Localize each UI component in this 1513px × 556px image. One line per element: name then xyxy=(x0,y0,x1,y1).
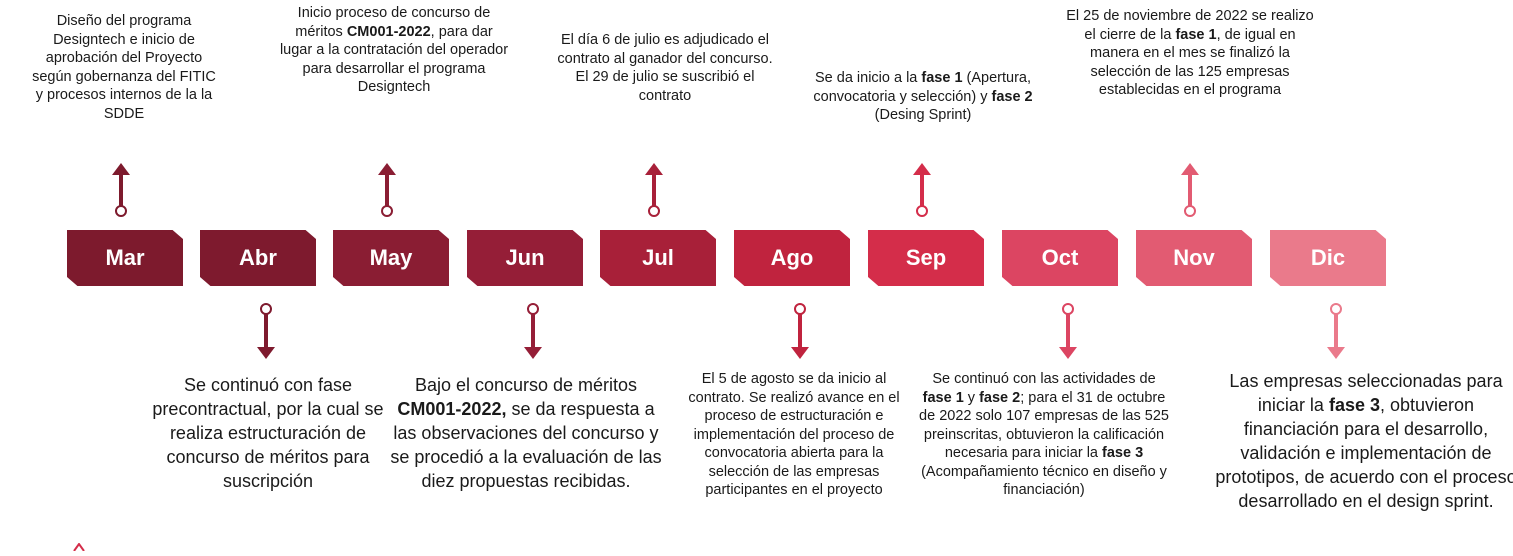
event-text-may: Inicio proceso de concurso de méritos CM… xyxy=(279,5,509,96)
event-text-oct: Se continuó con las actividades de fase … xyxy=(919,371,1169,499)
month-box-mar: Mar xyxy=(67,230,183,286)
month-label: May xyxy=(369,245,413,270)
month-label: Jun xyxy=(505,245,545,270)
month-label: Jul xyxy=(642,245,674,270)
month-box-may: May xyxy=(333,230,449,286)
down-arrow-icon xyxy=(1327,303,1345,361)
up-arrow-icon xyxy=(1181,163,1199,219)
down-arrow-icon xyxy=(524,303,542,361)
down-arrow-icon xyxy=(791,303,809,361)
month-label: Dic xyxy=(1310,245,1346,270)
month-label: Abr xyxy=(239,245,277,270)
month-label: Oct xyxy=(1041,245,1079,270)
up-arrow-icon xyxy=(645,163,663,219)
month-label: Nov xyxy=(1173,245,1215,270)
up-arrow-icon xyxy=(112,163,130,219)
month-box-dic: Dic xyxy=(1270,230,1386,286)
month-box-sep: Sep xyxy=(868,230,984,286)
down-arrow-icon xyxy=(257,303,275,361)
event-text-jul: El día 6 de julio es adjudicado el contr… xyxy=(557,32,773,104)
event-text-sep: Se da inicio a la fase 1 (Apertura, conv… xyxy=(813,70,1033,124)
down-arrow-icon xyxy=(1059,303,1077,361)
up-arrow-icon xyxy=(913,163,931,219)
month-label: Sep xyxy=(905,245,947,270)
month-label: Ago xyxy=(770,245,814,270)
month-label: Mar xyxy=(105,245,145,270)
up-arrow-icon xyxy=(378,163,396,219)
event-text-mar: Diseño del programa Designtech e inicio … xyxy=(32,13,216,122)
month-box-jun: Jun xyxy=(467,230,583,286)
event-text-dic: Las empresas seleccionadas para iniciar … xyxy=(1215,371,1513,511)
event-text-nov: El 25 de noviembre de 2022 se realizo el… xyxy=(1066,8,1314,99)
month-box-ago: Ago xyxy=(734,230,850,286)
logo-fragment-icon xyxy=(72,538,86,552)
month-box-oct: Oct xyxy=(1002,230,1118,286)
month-box-nov: Nov xyxy=(1136,230,1252,286)
event-text-jun: Bajo el concurso de méritos CM001-2022, … xyxy=(390,375,662,491)
month-box-abr: Abr xyxy=(200,230,316,286)
event-text-abr: Se continuó con fase precontractual, por… xyxy=(152,375,384,491)
month-box-jul: Jul xyxy=(600,230,716,286)
event-text-ago: El 5 de agosto se da inicio al contrato.… xyxy=(688,371,900,499)
